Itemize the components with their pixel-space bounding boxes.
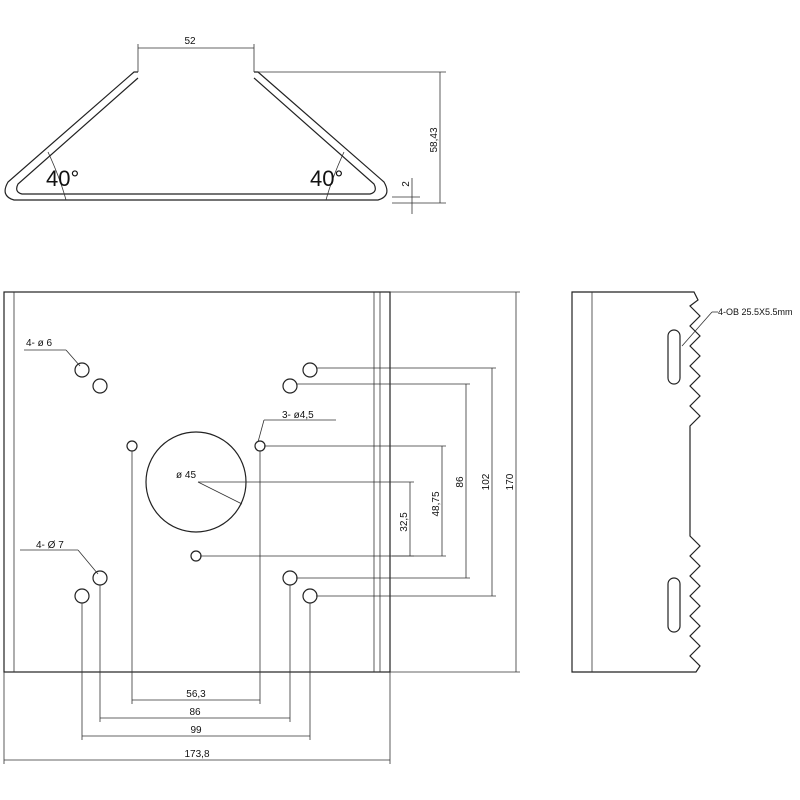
- top-view: 52 58,43 2 40° 40°: [4, 36, 446, 214]
- leader-holes-6-b: [65, 349, 81, 367]
- dim-99-label: 99: [190, 725, 202, 736]
- dim-52-label: 52: [184, 36, 196, 47]
- dim-173-label: 173,8: [184, 749, 209, 760]
- slot-bottom: [667, 577, 681, 633]
- label-holes-6: 4- ø 6: [26, 338, 53, 349]
- label-holes-7: 4- Ø 7: [36, 540, 64, 551]
- side-view: 4-OB 25.5X5.5mm: [571, 291, 793, 673]
- angle-right-arc: [325, 151, 345, 201]
- hole-7-bottom-right-a: [282, 570, 298, 586]
- hole-6-top-left-b: [92, 378, 108, 394]
- dim-32-label: 32,5: [399, 512, 410, 532]
- dim-58-label: 58,43: [429, 127, 440, 152]
- dim-86v-label: 86: [455, 476, 466, 488]
- leader-center-hole: [197, 481, 243, 505]
- label-holes-45: 3- ø4,5: [282, 410, 314, 421]
- slot-top: [667, 329, 681, 385]
- front-view: 4- ø 6 3- ø4,5 ø 45 4- Ø 7 32,5 48,75 86…: [3, 291, 520, 764]
- dim-2-label: 2: [401, 181, 412, 187]
- hole-6-top-right-b: [282, 378, 298, 394]
- dim-86h-label: 86: [189, 707, 201, 718]
- leader-slot: [681, 311, 713, 347]
- hole-7-bottom-left-b: [74, 588, 90, 604]
- profile-inner-line: [16, 77, 376, 195]
- dim-102-label: 102: [481, 473, 492, 490]
- angle-right-label: 40°: [310, 166, 343, 191]
- dim-170-label: 170: [505, 473, 516, 490]
- leader-holes-7-b: [77, 549, 99, 575]
- leader-holes-45-b: [257, 419, 265, 443]
- angle-left-label: 40°: [46, 166, 79, 191]
- hole-45-right: [254, 440, 266, 452]
- profile-outer-line: [4, 71, 388, 201]
- hole-6-top-left-a: [74, 362, 90, 378]
- dim-56-label: 56,3: [186, 689, 206, 700]
- hole-6-top-right-a: [302, 362, 318, 378]
- angle-left-arc: [47, 151, 67, 201]
- label-center-hole: ø 45: [176, 470, 196, 481]
- dim-48-label: 48,75: [431, 491, 442, 516]
- hole-45-left: [126, 440, 138, 452]
- label-slot: 4-OB 25.5X5.5mm: [718, 307, 793, 317]
- hole-45-bottom: [190, 550, 202, 562]
- hole-7-bottom-right-b: [302, 588, 318, 604]
- side-outline: [571, 291, 701, 673]
- hole-7-bottom-left-a: [92, 570, 108, 586]
